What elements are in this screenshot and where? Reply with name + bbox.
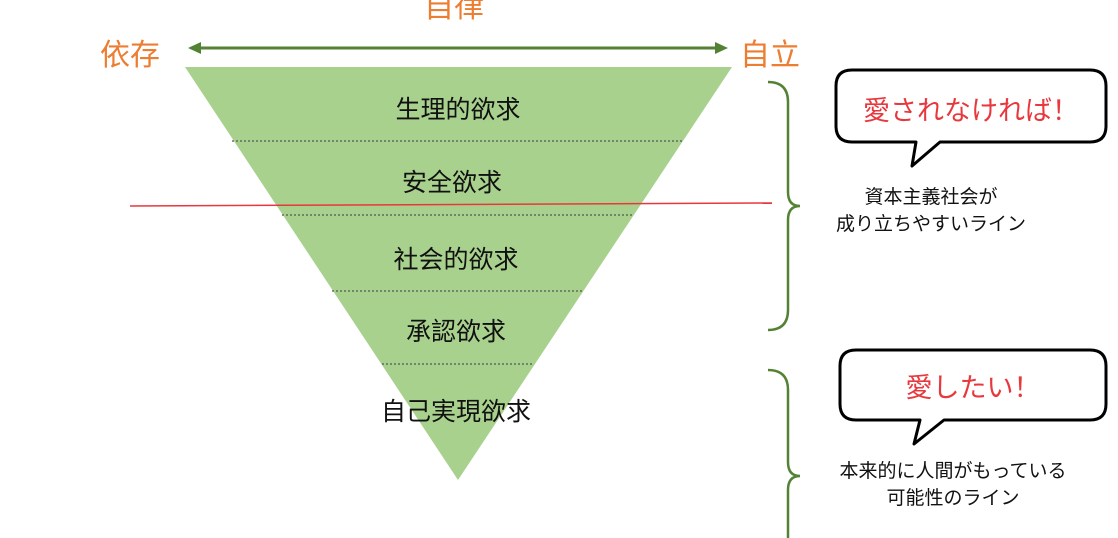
lower-bracket-note: 本来的に人間がもっている 可能性のライン — [839, 460, 1067, 509]
level-esteem: 承認欲求 — [405, 317, 506, 346]
level-physiological: 生理的欲求 — [395, 95, 521, 124]
dependence-independence-arrow — [188, 42, 728, 54]
upper-speech-bubble — [834, 68, 1108, 168]
level-social: 社会的欲求 — [393, 245, 519, 274]
top-label: 自律 — [424, 0, 484, 25]
lower-speech-bubble — [838, 348, 1108, 446]
right-label: 自立 — [740, 38, 800, 73]
lower-bracket — [767, 368, 801, 538]
inverted-pyramid — [185, 67, 732, 480]
upper-bracket — [767, 80, 801, 332]
lower-bubble-text: 愛したい！ — [905, 373, 1041, 404]
left-label: 依存 — [100, 38, 160, 73]
level-safety: 安全欲求 — [401, 168, 502, 197]
upper-bracket-note: 資本主義社会が 成り立ちやすいライン — [835, 186, 1026, 235]
level-self-actualization: 自己実現欲求 — [380, 397, 531, 426]
capitalism-line — [129, 202, 773, 207]
upper-bubble-text: 愛されなければ！ — [863, 96, 1079, 127]
